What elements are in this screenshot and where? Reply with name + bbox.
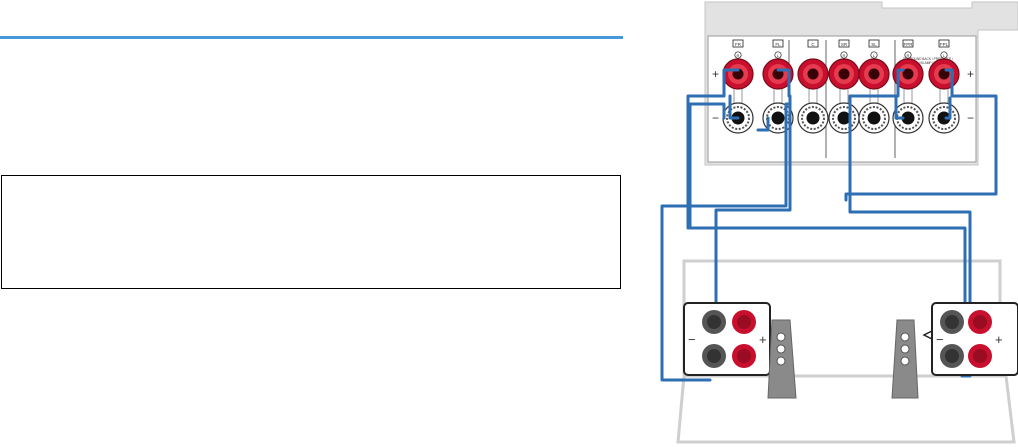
left-speaker-terminal-box: − + xyxy=(683,302,780,376)
left-box-plus-top-terminal xyxy=(732,310,756,334)
right-box-plus-sign: + xyxy=(995,332,1003,347)
right-box-minus-bottom-terminal xyxy=(940,344,964,368)
receiver-terminal-c: C xyxy=(797,39,829,134)
receiver-terminal-sl: SL L xyxy=(858,39,890,134)
receiver-terminal-fpr: FPR R xyxy=(892,39,924,134)
zone-label-line2: ZONE B / BI-AMP / ZONE B xyxy=(906,61,946,65)
rl-mark: R xyxy=(737,53,740,58)
rl-mark: L xyxy=(943,53,946,58)
cable-fpl-minus xyxy=(944,96,952,120)
cable-fpl-plus xyxy=(844,68,998,202)
left-front-speaker-icon xyxy=(767,319,797,399)
receiver-plus-sign: + xyxy=(712,67,719,81)
rl-mark: R xyxy=(907,53,910,58)
note-box xyxy=(1,175,621,289)
zone-label-line1: SURROUND BACK / PRESENCE / xyxy=(903,57,953,61)
section-divider-rule xyxy=(0,36,623,39)
rl-mark: L xyxy=(777,53,780,58)
right-front-speaker-icon xyxy=(891,319,919,399)
receiver-panel: + − + − SURROUND BACK / PRESENCE / ZONE … xyxy=(704,1,1018,166)
right-box-plus-top-terminal xyxy=(968,310,992,334)
right-speaker-terminal-box: − + xyxy=(922,302,1018,376)
right-box-plus-bottom-terminal xyxy=(968,344,992,368)
left-box-plus-bottom-terminal xyxy=(732,344,756,368)
cable-fpr-minus xyxy=(894,96,905,120)
channel-label-fl: FL xyxy=(775,42,781,47)
channel-label-fpl: FPL xyxy=(940,42,949,47)
receiver-plus-sign-right: + xyxy=(967,67,974,81)
channel-label-sr: SR xyxy=(841,42,848,47)
right-box-minus-top-terminal xyxy=(940,310,964,334)
receiver-terminal-fpl: FPL L xyxy=(928,39,960,134)
cable-fl-minus-run xyxy=(660,102,791,382)
right-box-minus-sign: − xyxy=(936,332,944,347)
left-box-minus-bottom-terminal xyxy=(702,344,726,368)
channel-label-fpr: FPR xyxy=(904,42,914,47)
speaker-connection-diagram: + − + − SURROUND BACK / PRESENCE / ZONE … xyxy=(660,1,1018,444)
channel-label-fr: FR xyxy=(735,42,742,47)
receiver-minus-sign-right: − xyxy=(967,111,974,125)
channel-label-c: C xyxy=(811,42,815,47)
channel-label-sl: SL xyxy=(871,42,877,47)
left-box-plus-sign: + xyxy=(759,332,767,347)
rl-mark: R xyxy=(843,53,846,58)
cable-fr-minus-run xyxy=(688,102,726,228)
cable-fl-minus xyxy=(756,116,770,132)
left-box-minus-top-terminal xyxy=(702,310,726,334)
rl-mark: L xyxy=(873,53,876,58)
cable-fr-minus xyxy=(728,94,740,120)
receiver-minus-sign: − xyxy=(712,111,719,125)
left-box-minus-sign: − xyxy=(688,332,696,347)
